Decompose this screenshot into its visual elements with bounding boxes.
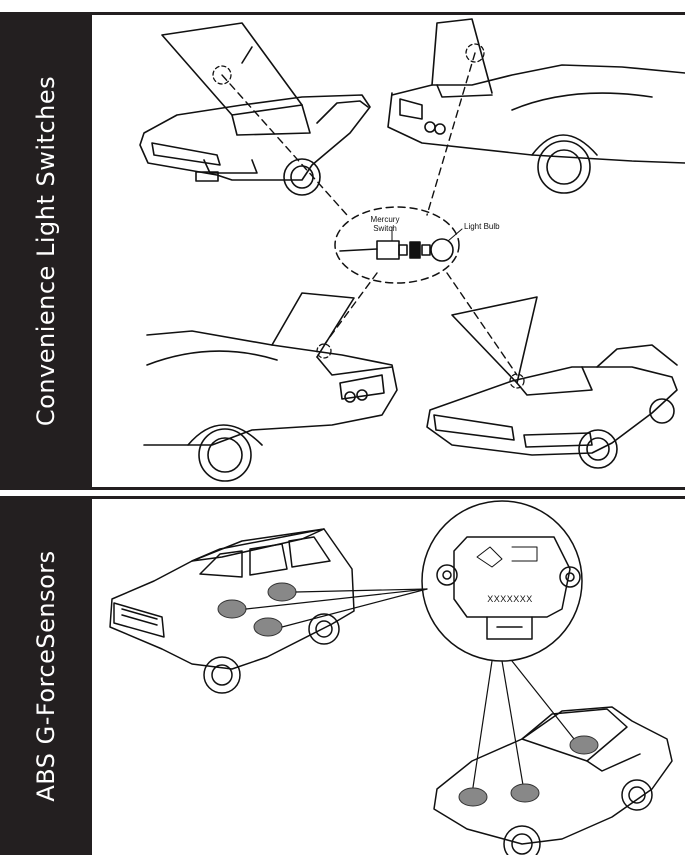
panel-title: Convenience Light Switches [32,76,60,426]
car-trunk-open-top-right [388,19,685,193]
convenience-light-panel: Convenience Light Switches [0,12,685,490]
car-hood-open-top-left [140,23,370,195]
car-sensor-markers [459,736,598,806]
convenience-light-illustration: Mercury Switch Light Bulb [92,15,685,487]
suv-sensor-markers [218,583,296,636]
switch-label-line2: Switch [373,224,397,233]
sensor-callout-circle [422,501,582,661]
light-bulb-icon [410,229,462,261]
sidebar: ABS G-ForceSensors [0,496,92,855]
abs-sensor-illustration: XXXXXXX [92,499,685,855]
car-hood-open-bottom-right [427,297,677,468]
sports-car-illustration [434,707,672,855]
bottom-border [92,487,685,490]
car-trunk-open-bottom-left [144,293,397,481]
light-bulb-label: Light Bulb [464,222,500,231]
mercury-label-line1: Mercury [371,215,400,224]
panel-title: ABS G-ForceSensors [32,550,60,801]
car-leader-lines [472,661,582,794]
sidebar: Convenience Light Switches [0,12,92,490]
g-force-sensor-module-icon [437,537,580,639]
sensor-part-code: XXXXXXX [487,594,533,604]
abs-g-force-panel: ABS G-ForceSensors [0,496,685,855]
